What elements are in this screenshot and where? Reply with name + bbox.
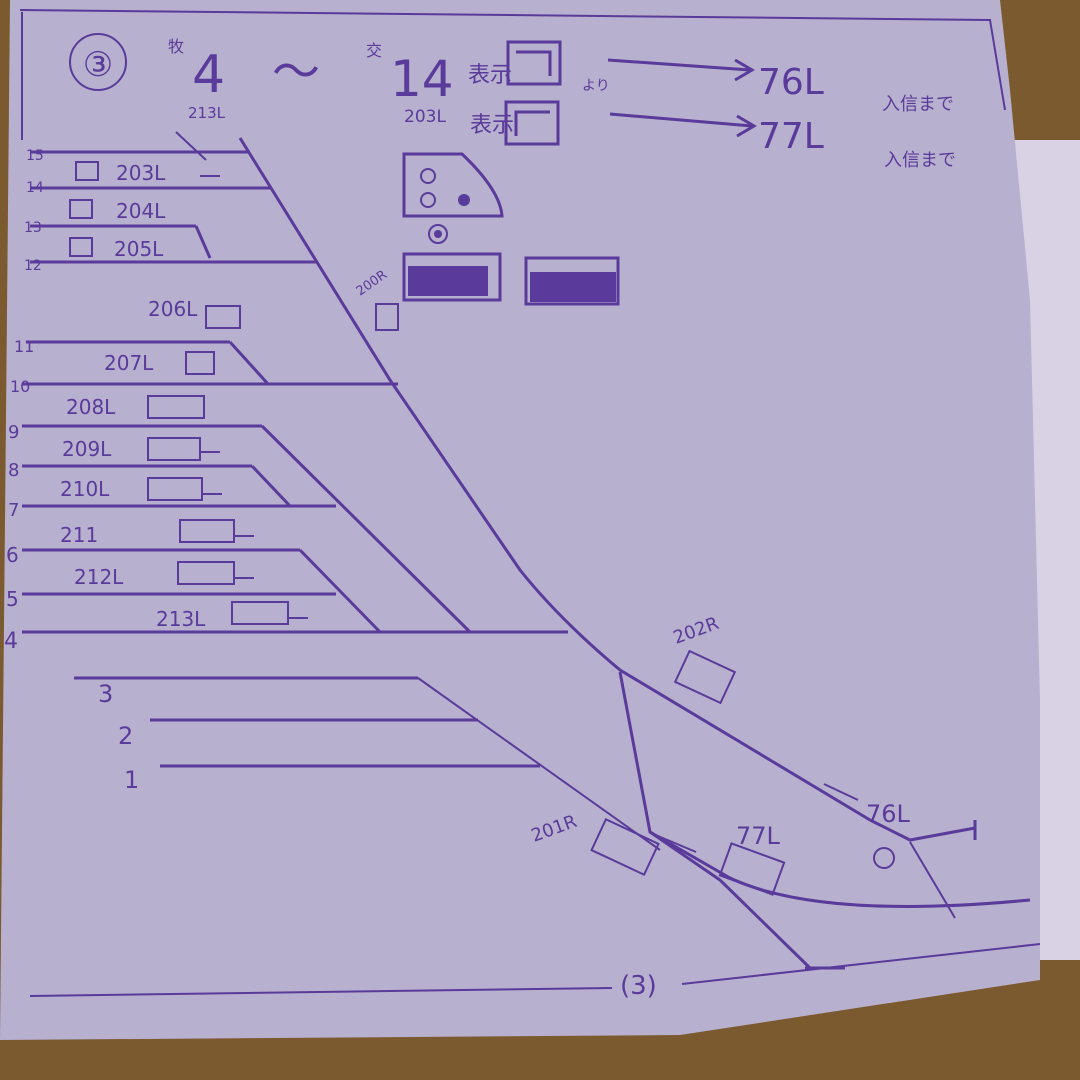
- signal-icon-203L: [75, 161, 99, 181]
- from-prefix: 牧: [168, 37, 184, 56]
- page-number: (3): [620, 971, 657, 1001]
- route-number: ③: [83, 45, 113, 85]
- arrow-icon: [657, 835, 697, 853]
- signal-icon-201R: [590, 818, 660, 876]
- signal-label-211: 211: [60, 523, 98, 547]
- footer-line-right: [681, 943, 1041, 985]
- track-number-14: 14: [26, 180, 44, 196]
- track-number-10: 10: [10, 377, 30, 396]
- to-track: 14: [390, 50, 454, 108]
- signal-label-204L: 204L: [116, 199, 166, 223]
- track-11-join: [228, 340, 270, 386]
- route-2-arrowhead: [736, 114, 757, 138]
- track-13-join: [194, 225, 212, 259]
- signal-icon-200R: [375, 303, 399, 331]
- track-number-6: 6: [6, 543, 19, 567]
- track-number-13: 13: [24, 220, 42, 236]
- signal-icon-207L: [185, 351, 215, 375]
- yori: より: [582, 78, 610, 94]
- route-box-1-mark: [516, 50, 552, 76]
- signal-label-209L: 209L: [62, 437, 112, 461]
- signal-icon-213L: [231, 601, 289, 625]
- platform-1-fill: [408, 266, 488, 296]
- track-number-11: 11: [14, 337, 34, 356]
- signal-icon-209L: [147, 437, 201, 461]
- track-number-9: 9: [8, 422, 19, 443]
- signal-icon-212L: [177, 561, 235, 585]
- to-prefix: 交: [366, 41, 382, 60]
- track-number-5: 5: [6, 587, 19, 611]
- route-2-note: 入信まで: [884, 150, 956, 171]
- platform-2: [524, 256, 620, 306]
- route-1-arrowhead: [734, 58, 755, 82]
- signal-label-210L: 210L: [60, 477, 110, 501]
- signal-icon-202R: [673, 649, 737, 705]
- paper-page: [0, 0, 1040, 1040]
- signal-label-207L: 207L: [104, 351, 154, 375]
- branch-line-76: [869, 818, 976, 842]
- route-box-1: [506, 40, 562, 86]
- from-track: 4: [192, 45, 225, 105]
- signal-icon-206L: [205, 305, 241, 329]
- lamp-4: [428, 224, 448, 244]
- signal-icon-211: [179, 519, 235, 543]
- signal-icon-76L: [873, 847, 895, 869]
- route-2-arrow: [609, 112, 753, 128]
- signal-label-206L: 206L: [148, 297, 198, 321]
- track-number-3: 3: [98, 680, 113, 708]
- signal-icon-204L: [69, 199, 93, 219]
- lamp-2: [420, 192, 436, 208]
- signal-label-77L: 77L: [736, 822, 781, 850]
- track-6-diagonal: [298, 548, 382, 634]
- lamp-3: [458, 194, 470, 206]
- track-8-join: [250, 464, 292, 508]
- track-number-1: 1: [124, 766, 139, 794]
- route-box-2: [504, 100, 560, 146]
- signal-icon-210L: [147, 477, 203, 501]
- signal-label-208L: 208L: [66, 395, 116, 419]
- track-number-8: 8: [8, 460, 19, 481]
- platform-1: [402, 252, 502, 302]
- signal-label-203L: 203L: [116, 161, 166, 185]
- signal-icon-208L: [147, 395, 205, 419]
- signal-label-76L: 76L: [866, 800, 911, 828]
- route-1-target: 76L: [758, 62, 824, 103]
- kanji-1: 表示: [468, 63, 512, 88]
- signal-symbols: [69, 161, 895, 896]
- track-3-diagonal: [417, 677, 661, 851]
- lamp-4-center: [434, 230, 442, 238]
- main-line-left: [238, 137, 871, 822]
- arrow-icon: [823, 783, 859, 801]
- signal-label-213L: 213L: [156, 607, 206, 631]
- signal-label-212L: 212L: [74, 565, 124, 589]
- route-2-target: 77L: [758, 116, 824, 157]
- tilde: 〜: [272, 44, 320, 100]
- short-diagonal: [175, 131, 207, 161]
- route-1-arrow: [607, 58, 751, 72]
- signal-icon-77L: [718, 842, 786, 896]
- signal-icon-205L: [69, 237, 93, 257]
- route-box-2-mark: [514, 110, 550, 136]
- track-number-4: 4: [4, 629, 18, 654]
- route-1-note: 入信まで: [882, 94, 954, 115]
- crossover-line: [618, 671, 812, 970]
- route-number-circle: [69, 33, 127, 91]
- track-number-12: 12: [24, 258, 42, 274]
- platform-2-fill: [530, 272, 616, 302]
- track-number-15: 15: [26, 148, 44, 164]
- from-signal: 213L: [188, 104, 226, 122]
- track-number-2: 2: [118, 722, 133, 750]
- footer-line-left: [29, 987, 613, 997]
- track-number-7: 7: [8, 500, 19, 521]
- page-border: [19, 9, 1006, 111]
- track-9-diagonal: [260, 424, 472, 634]
- lever-1: 203L: [404, 107, 446, 127]
- branch-line-76b: [909, 841, 956, 919]
- lamp-1: [420, 168, 436, 184]
- signal-label-205L: 205L: [114, 237, 164, 261]
- panel-symbol: [402, 152, 504, 218]
